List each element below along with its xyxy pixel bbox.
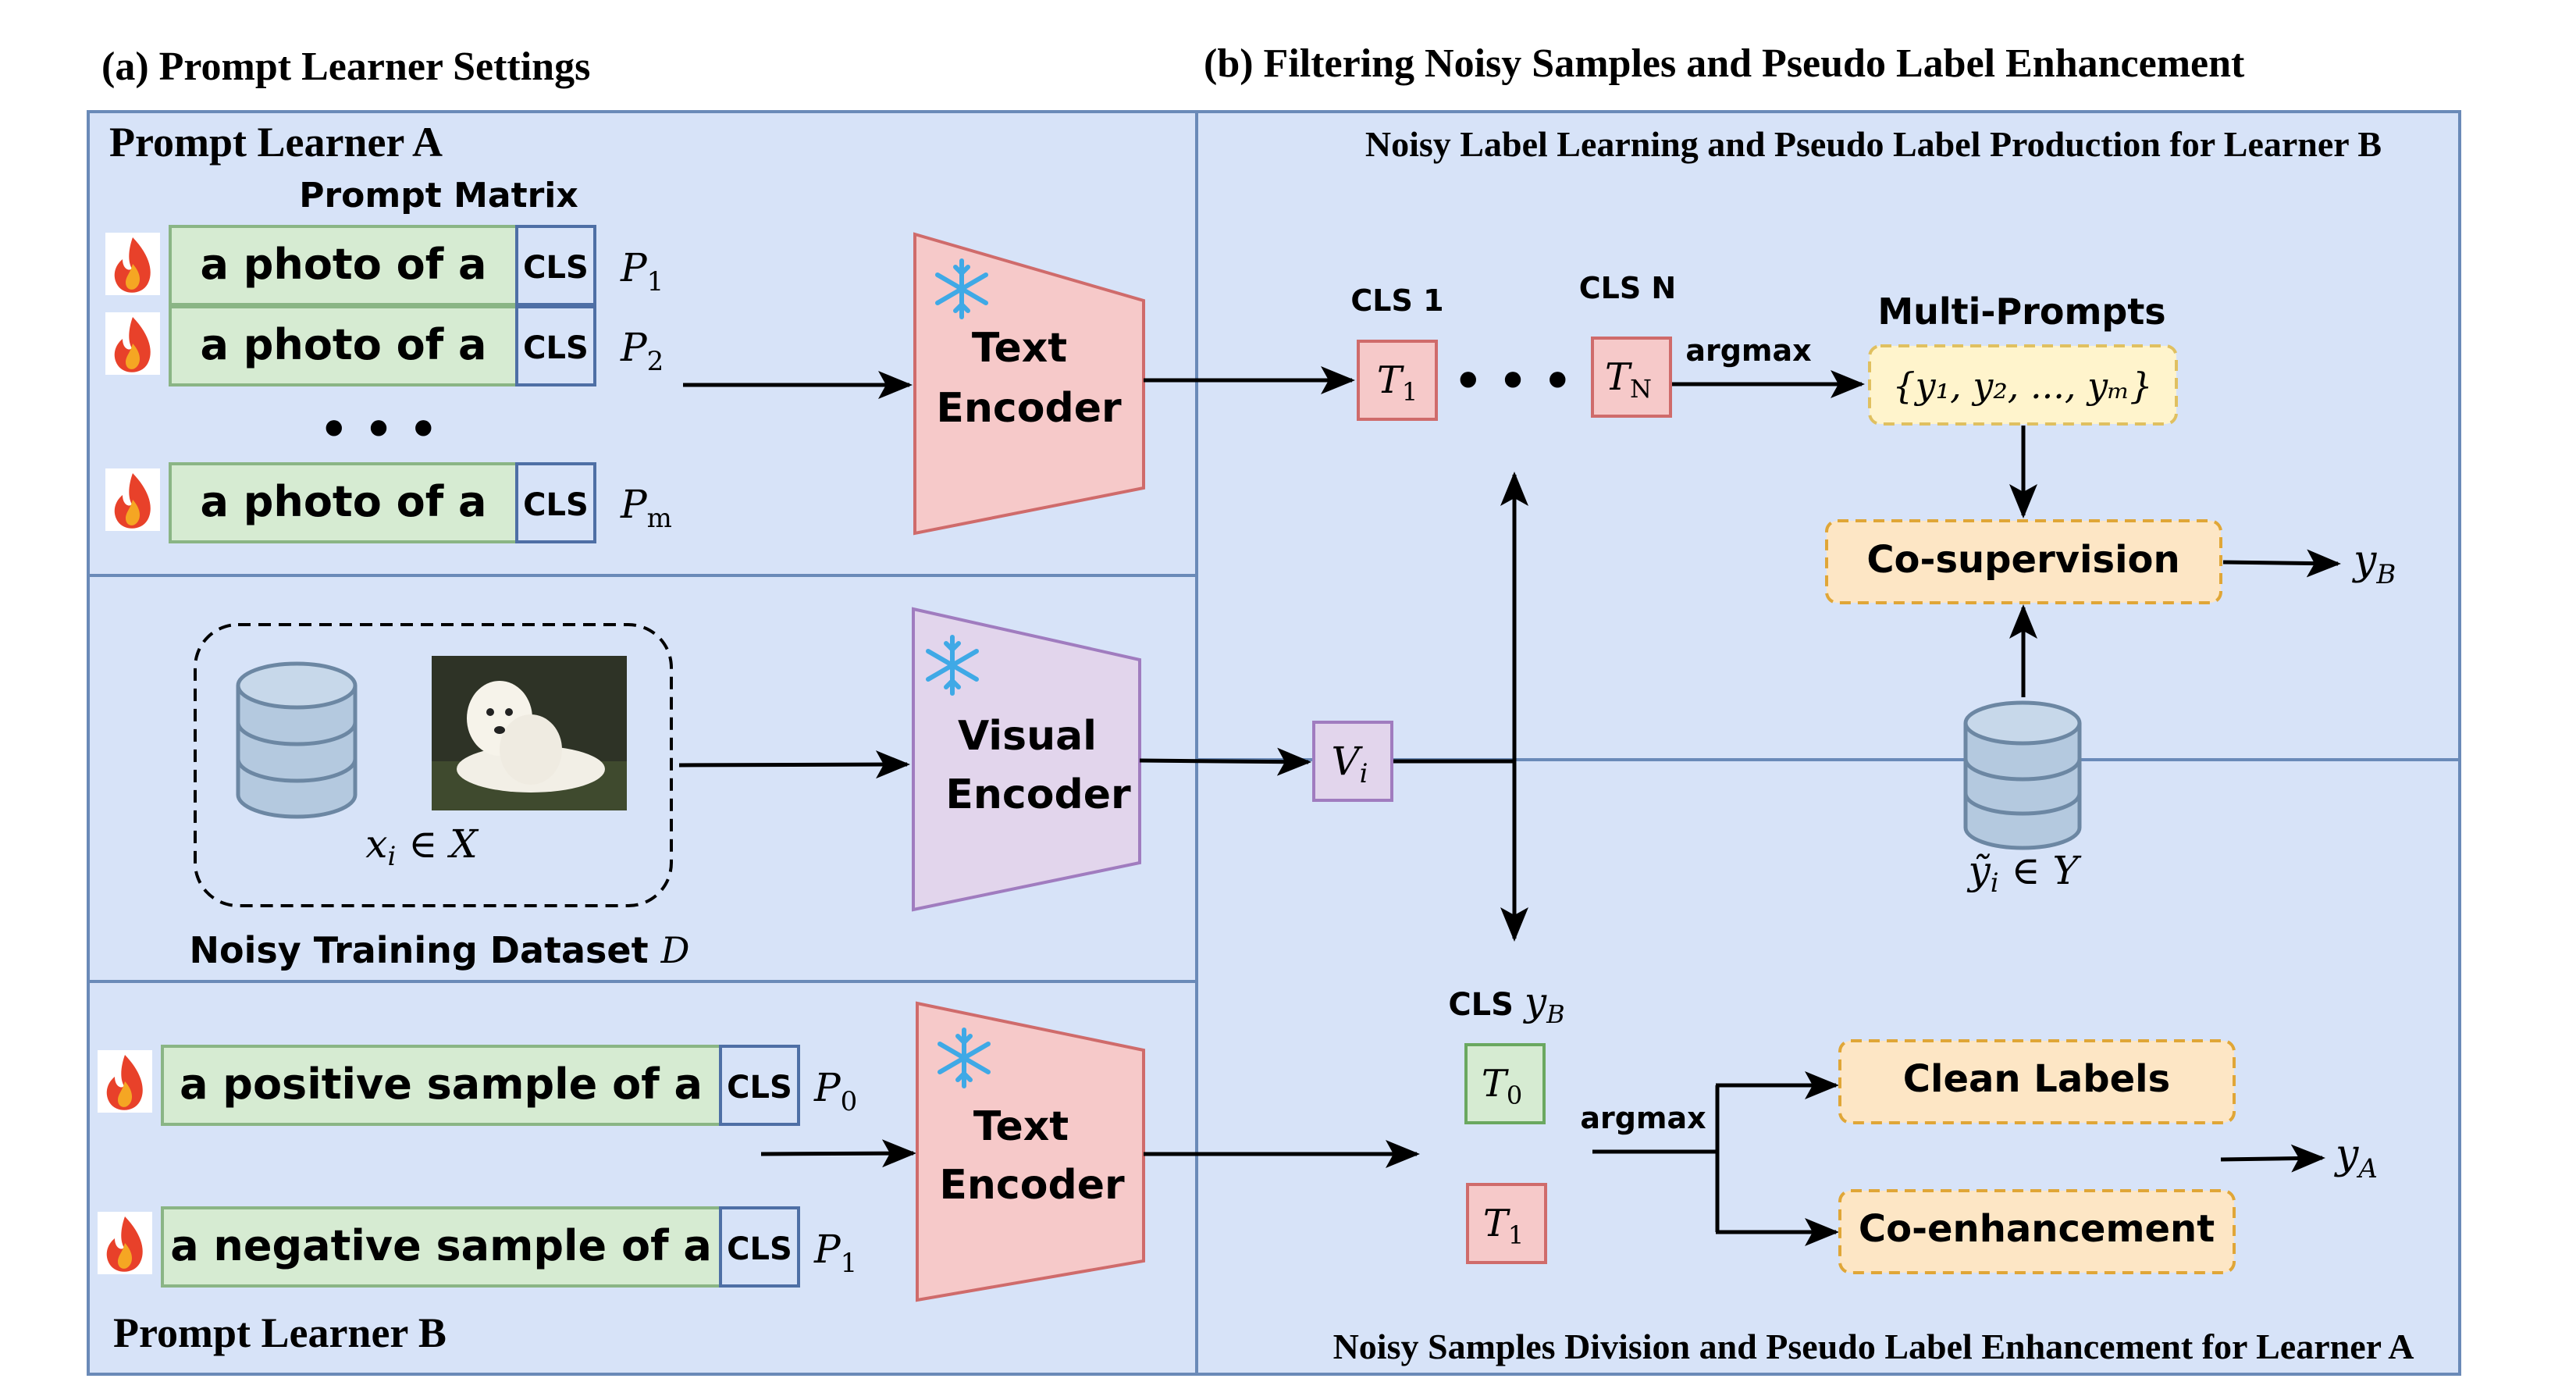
encoder-label-line2: Encoder [936,385,1122,432]
encoder-label-line2: Encoder [939,1162,1125,1209]
flame-icon [105,468,160,531]
flame-icon [98,1050,152,1113]
prompt-label: P0 [813,1065,857,1117]
t1-bottom-label: T1 [1483,1202,1524,1250]
co-enhancement-box [1838,1189,2236,1274]
section-bottom-right-title: Noisy Samples Division and Pseudo Label … [1333,1327,2414,1366]
yb-output: yB [2352,537,2396,590]
arrow-dataset-to-visual-encoder [678,750,910,779]
cls-token: CLS [523,330,589,366]
section-top-right-title: Noisy Label Learning and Pseudo Label Pr… [1365,124,2382,164]
panel-right-top [1195,110,2461,761]
flame-icon [98,1212,152,1274]
snowflake-icon [938,1028,991,1088]
co-supervision-label: Co-supervision [1866,538,2179,582]
prompt-row-b1: a negative sample of a CLS P1 [98,1206,857,1288]
dog-image [432,656,627,810]
prompt-ellipsis: • • • [319,403,438,456]
multi-prompts-set: {y₁, y₂, ..., yₘ} [1892,365,2152,407]
text-encoder-bottom: Text Encoder [916,1001,1145,1302]
vi-label: Vi [1332,739,1368,789]
argmax-bottom-label: argmax [1580,1101,1706,1135]
visual-encoder: Visual Encoder [912,607,1141,912]
panel-a-heading: (a) Prompt Learner Settings [101,45,590,89]
cls-yb-label: CLS yB [1448,979,1564,1029]
snowflake-icon [926,635,979,696]
cls-n-label: CLS N [1579,271,1677,305]
dataset-caption: Noisy Training Dataset D [190,929,690,971]
prompt-text: a negative sample of a [170,1221,712,1270]
arrow-to-ya [2220,1144,2325,1173]
prompt-label: P1 [620,245,664,297]
tn-label: TN [1605,355,1652,404]
panel-right-bottom [1195,758,2461,1376]
prompt-text: a positive sample of a [180,1060,703,1109]
flame-icon [105,312,160,375]
clean-labels-label: Clean Labels [1903,1057,2170,1101]
cls-1-label: CLS 1 [1350,283,1443,318]
prompt-row-a1: a photo of a CLS P1 [105,225,664,306]
t1-box [1357,340,1438,421]
prompt-row-a2: a photo of a CLS P2 [105,305,664,386]
arrow-cosup-to-yb [2222,549,2341,578]
prompt-matrix-title: Prompt Matrix [299,176,578,215]
encoder-label-line1: Text [973,1103,1069,1150]
cls-token: CLS [523,487,589,523]
prompt-row-am: a photo of a CLS Pm [105,462,672,543]
class-ellipsis: • • • [1453,354,1572,408]
t1-label: T1 [1377,358,1418,407]
prompt-learner-b-title: Prompt Learner B [113,1309,447,1356]
prompt-label: Pm [620,482,672,534]
prompt-learner-a-title: Prompt Learner A [109,119,443,166]
t0-label: T0 [1482,1062,1522,1110]
text-encoder-top: Text Encoder [913,232,1145,536]
multi-prompts-box [1868,344,2178,426]
co-supervision-box [1825,519,2222,604]
t1-bottom-box [1466,1183,1547,1264]
prompt-text: a photo of a [201,240,487,289]
flame-icon [105,233,160,295]
prompt-row-b0: a positive sample of a CLS P0 [98,1045,857,1126]
argmax-top-label: argmax [1685,333,1811,368]
encoder-label-line1: Text [972,325,1067,372]
arrow-visual-to-vi [1139,747,1311,776]
prompt-text: a photo of a [201,320,487,369]
encoder-label-line1: Visual [958,713,1097,760]
t0-box [1464,1043,1546,1124]
vi-box [1312,721,1393,802]
arrow-prompts-b-to-text-encoder [760,1139,916,1168]
cls-token: CLS [727,1231,792,1267]
prompt-text: a photo of a [201,477,487,526]
tn-box [1591,337,1672,418]
noisy-labels-text: ỹi ∈ Y [1967,848,2082,899]
co-enhancement-label: Co-enhancement [1859,1207,2215,1251]
cls-token: CLS [727,1070,792,1106]
ya-output: yA [2334,1131,2378,1184]
snowflake-icon [935,258,988,319]
dataset-input-label: xi ∈ X [365,821,479,872]
cls-token: CLS [523,250,589,286]
database-icon [236,661,358,819]
clean-labels-box [1838,1039,2236,1124]
noisy-labels-database-icon [1963,700,2082,850]
prompt-label: P1 [813,1227,857,1279]
dataset-box [194,623,673,907]
panel-b-heading: (b) Filtering Noisy Samples and Pseudo L… [1204,41,2245,86]
multi-prompts-title: Multi-Prompts [1877,290,2165,333]
prompt-label: P2 [620,325,664,377]
encoder-label-line2: Encoder [945,771,1131,818]
